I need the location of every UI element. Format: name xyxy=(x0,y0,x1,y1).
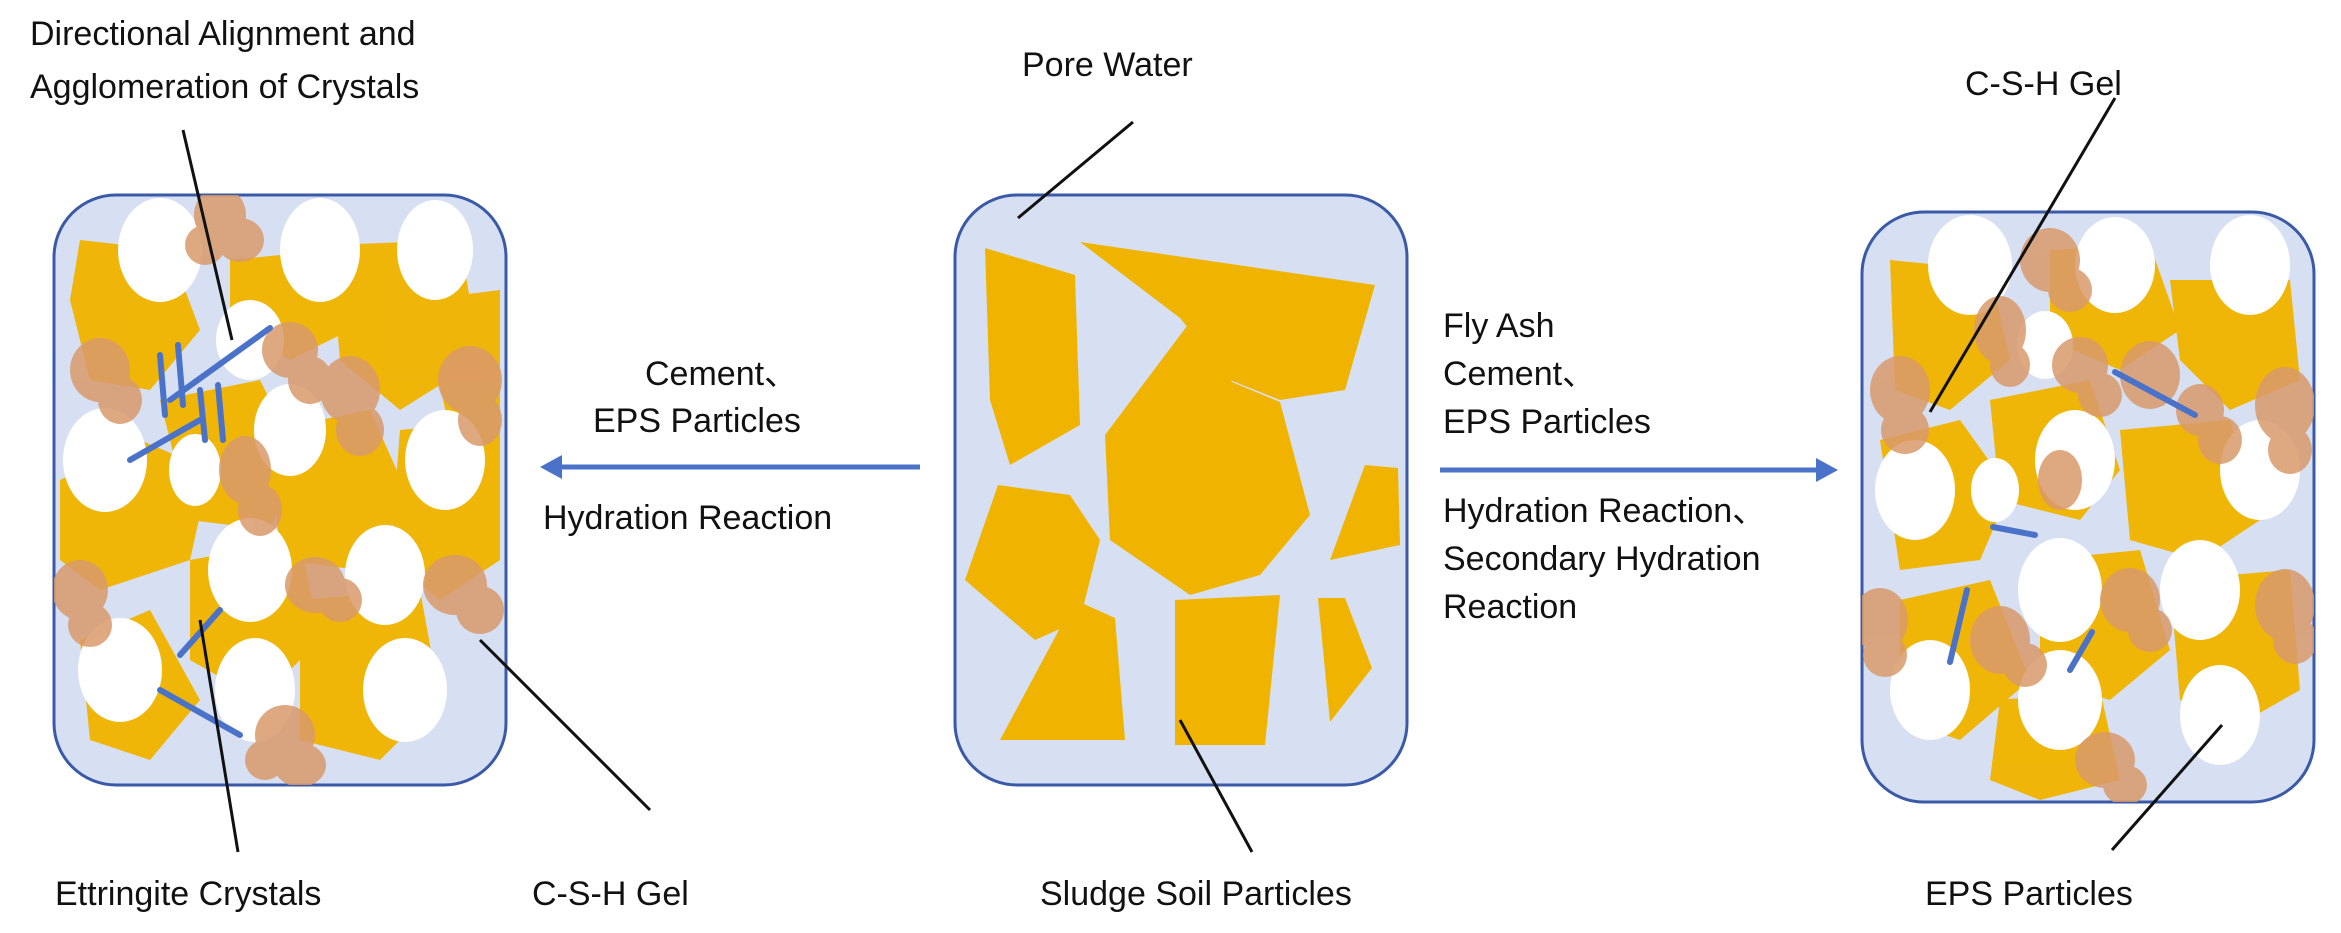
center-panel xyxy=(953,193,1409,787)
right-reagent-line-2: Cement、 xyxy=(1443,355,1596,393)
right-process-line-3: Reaction xyxy=(1443,588,1577,626)
left-reagent-line-1: Cement、 xyxy=(645,355,798,393)
label-eps-particles: EPS Particles xyxy=(1925,875,2133,913)
label-csh-gel-left: C-S-H Gel xyxy=(532,875,689,913)
label-directional-alignment-line-1: Directional Alignment and xyxy=(30,15,416,53)
left-panel xyxy=(52,193,508,787)
right-process-line-2: Secondary Hydration xyxy=(1443,540,1761,578)
right-process-line-1: Hydration Reaction、 xyxy=(1443,492,1766,530)
right-csh-gel xyxy=(1862,228,2314,802)
center-soil-particles xyxy=(965,242,1400,745)
text-labels: Directional Alignment and Agglomeration … xyxy=(30,15,2133,913)
leader-lines xyxy=(181,97,2224,853)
right-ettringite-crystals xyxy=(1947,369,2198,673)
left-ettringite-crystals xyxy=(127,325,273,738)
leader-pore-water xyxy=(1017,120,1134,220)
leader-sludge-soil xyxy=(1178,719,1254,853)
leader-ettringite xyxy=(198,619,240,853)
leader-csh-gel-left xyxy=(478,638,652,812)
right-reagent-line-1: Fly Ash xyxy=(1443,307,1554,345)
left-reagent-line-2: EPS Particles xyxy=(593,402,801,440)
label-ettringite-crystals: Ettringite Crystals xyxy=(55,875,321,913)
label-sludge-soil-particles: Sludge Soil Particles xyxy=(1040,875,1352,913)
arrow-right-icon xyxy=(1440,458,1838,482)
left-process: Hydration Reaction xyxy=(543,499,832,537)
right-reagent-line-3: EPS Particles xyxy=(1443,403,1651,441)
leader-directional-alignment xyxy=(181,129,234,341)
arrow-left-icon xyxy=(540,455,920,479)
right-panel xyxy=(1860,210,2316,804)
label-csh-gel-right: C-S-H Gel xyxy=(1965,65,2122,103)
left-csh-gel xyxy=(54,195,504,785)
label-directional-alignment-line-2: Agglomeration of Crystals xyxy=(30,68,419,106)
leader-csh-gel-right xyxy=(1928,97,2117,413)
leader-eps-particles xyxy=(2110,724,2224,851)
label-pore-water: Pore Water xyxy=(1022,46,1193,84)
